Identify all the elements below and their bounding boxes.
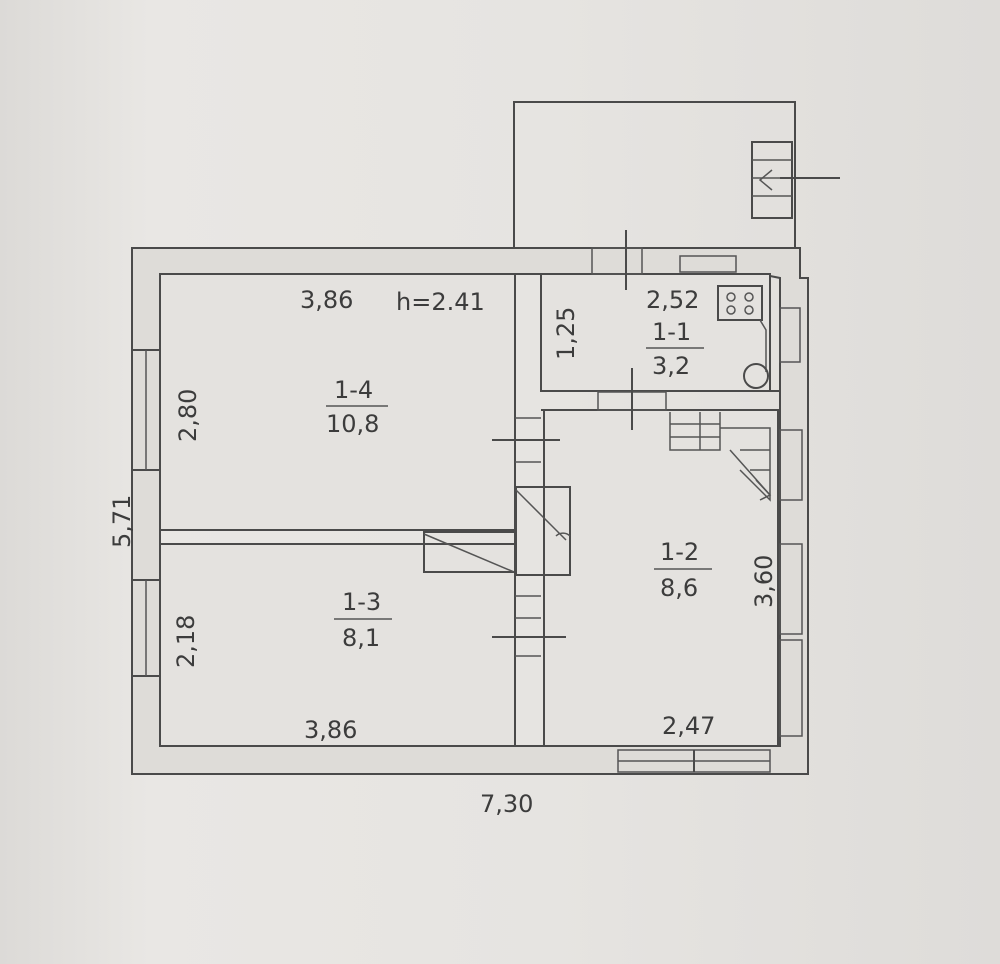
sink — [743, 363, 769, 389]
room-1-4-width: 3,86 — [300, 286, 353, 314]
room-1-2-area: 8,6 — [660, 574, 698, 602]
dimension-labels: 3,86 h=2.41 1-4 10,8 2,80 1-3 8,1 2,18 3… — [108, 286, 778, 818]
room-1-4-depth: 2,80 — [174, 389, 202, 442]
room-1-4-id: 1-4 — [334, 376, 373, 404]
room-1-1-area: 3,2 — [652, 352, 690, 380]
room-1-1-depth: 1,25 — [552, 307, 580, 360]
room-1-3-id: 1-3 — [342, 588, 381, 616]
kitchen-fixtures — [717, 285, 769, 389]
cooktop — [717, 285, 763, 321]
wall-openings — [131, 230, 803, 773]
overall-width: 7,30 — [480, 790, 533, 818]
room-1-3-width: 3,86 — [304, 716, 357, 744]
stove — [423, 486, 571, 576]
room-1-2-depth: 3,60 — [750, 555, 778, 608]
interior-stair — [669, 412, 772, 502]
overall-depth: 5,71 — [108, 495, 136, 548]
room-1-2-id: 1-2 — [660, 538, 699, 566]
porch — [513, 101, 840, 251]
room-1-2 — [543, 409, 779, 747]
room-1-1-width: 2,52 — [646, 286, 699, 314]
room-1-4 — [159, 273, 516, 531]
room-1-1-id: 1-1 — [652, 318, 691, 346]
room-1-3-depth: 2,18 — [172, 615, 200, 668]
room-1-2-width: 2,47 — [662, 712, 715, 740]
entry-steps — [751, 141, 793, 219]
room-1-3 — [159, 543, 516, 747]
room-1-3-area: 8,1 — [342, 624, 380, 652]
room-1-4-area: 10,8 — [326, 410, 379, 438]
ceiling-height: h=2.41 — [396, 288, 485, 316]
